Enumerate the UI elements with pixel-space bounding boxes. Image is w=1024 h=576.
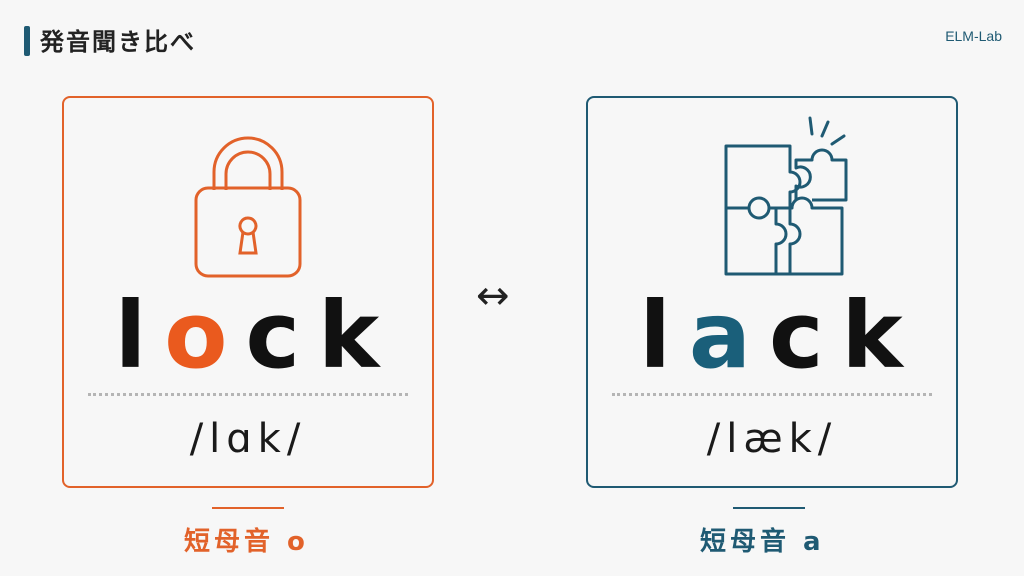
header-accent-bar [24, 26, 30, 56]
dotted-divider [612, 393, 932, 396]
word-card-lack: lack /læk/ [586, 96, 958, 488]
word-consonant: l [114, 282, 165, 389]
caption-short-vowel-o: 短母音 o [184, 527, 309, 557]
caption-underline [212, 507, 284, 509]
caption-short-vowel-a: 短母音 a [700, 527, 825, 557]
padlock-icon [194, 136, 302, 278]
word-consonant: ck [768, 282, 921, 389]
word-card-lock: lock /lɑk/ [62, 96, 434, 488]
word-lack: lack [596, 290, 964, 382]
word-consonant: ck [245, 282, 398, 389]
word-vowel-highlight: a [688, 282, 769, 389]
compare-arrow-icon: ↔ [476, 273, 510, 319]
caption-underline [733, 507, 805, 509]
puzzle-missing-piece-icon [724, 116, 848, 276]
word-consonant: l [639, 282, 689, 389]
ipa-transcription: /lɑk/ [189, 416, 307, 462]
page-title: 発音聞き比べ [40, 28, 196, 56]
brand-label: ELM-Lab [945, 28, 1002, 44]
word-vowel-highlight: o [164, 282, 246, 389]
dotted-divider [88, 393, 408, 396]
word-lock: lock [72, 290, 440, 382]
ipa-transcription: /læk/ [706, 416, 838, 462]
